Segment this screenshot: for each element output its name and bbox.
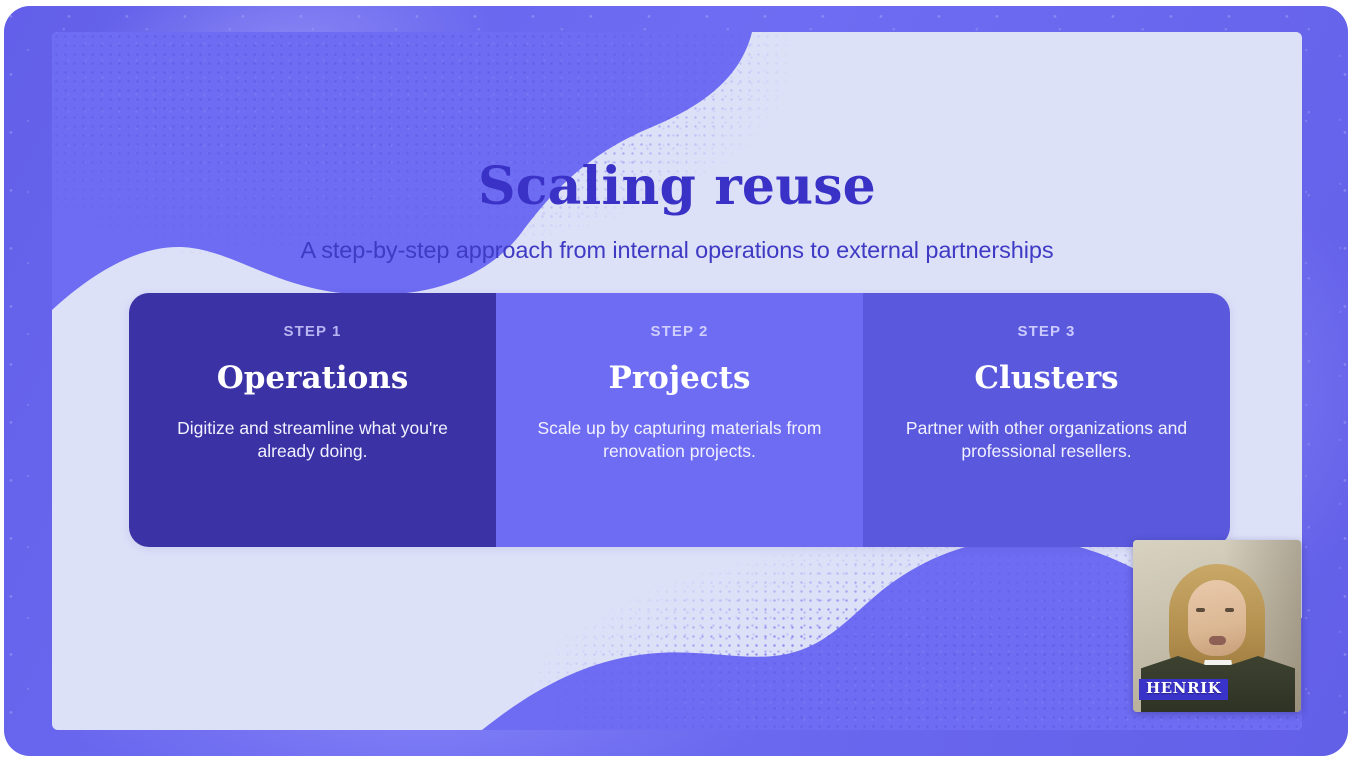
step-eyebrow: STEP 3 (1017, 323, 1076, 340)
step-title: Operations (216, 360, 409, 396)
steps-row: STEP 1 Operations Digitize and streamlin… (129, 293, 1230, 547)
step-description: Digitize and streamline what you're alre… (177, 418, 448, 462)
step-title: Clusters (974, 360, 1119, 396)
presenter-eye-left (1196, 608, 1205, 612)
step-eyebrow: STEP 2 (650, 323, 709, 340)
presenter-mouth (1209, 636, 1226, 645)
step-description: Partner with other organizations and pro… (905, 418, 1188, 462)
presenter-name-badge: HENRIK (1139, 679, 1229, 700)
step-card-projects[interactable]: STEP 2 Projects Scale up by capturing ma… (496, 293, 863, 547)
step-title: Projects (608, 360, 751, 396)
step-description: Scale up by capturing materials from ren… (537, 418, 822, 462)
step-card-clusters[interactable]: STEP 3 Clusters Partner with other organ… (863, 293, 1230, 547)
page-title: Scaling reuse (478, 156, 876, 217)
presenter-eye-right (1225, 608, 1234, 612)
presenter-webcam[interactable]: HENRIK (1133, 540, 1301, 712)
slide-frame: Scaling reuse A step-by-step approach fr… (4, 6, 1348, 756)
page-subtitle: A step-by-step approach from internal op… (300, 237, 1054, 263)
slide-canvas: Scaling reuse A step-by-step approach fr… (52, 32, 1302, 730)
step-eyebrow: STEP 1 (283, 323, 342, 340)
step-card-operations[interactable]: STEP 1 Operations Digitize and streamlin… (129, 293, 496, 547)
